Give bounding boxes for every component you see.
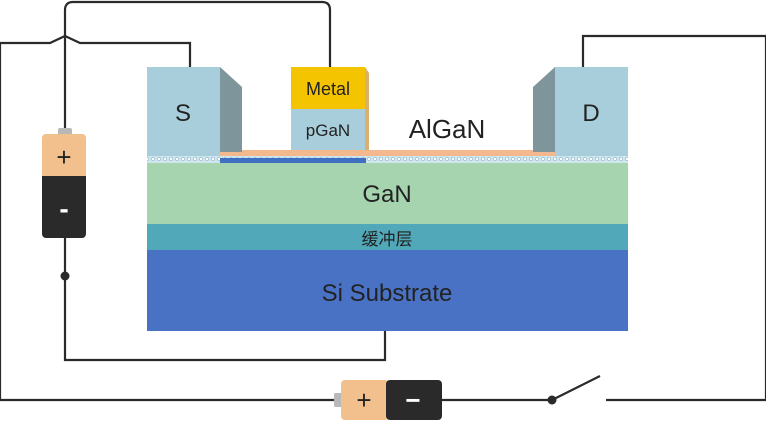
wire-junction-dot: [60, 271, 70, 281]
channel-depletion-strip: [220, 158, 366, 163]
wire-gate-top: [63, 0, 332, 133]
substrate-label: Si Substrate: [322, 280, 453, 307]
drain-battery-minus-sign: −: [405, 385, 420, 415]
metal-label: Metal: [306, 79, 350, 99]
gate-stack: Metal pGaN: [291, 67, 369, 150]
2deg-strip: [147, 156, 628, 163]
drain-label: D: [582, 100, 599, 127]
gate-battery-minus-sign: -: [59, 193, 68, 224]
source-electrode: S: [147, 67, 242, 156]
gan-layer: [147, 163, 628, 224]
gate-battery-negative: [42, 180, 86, 238]
buffer-layer: [147, 224, 628, 250]
gate-battery-plus-sign: +: [56, 142, 71, 172]
metal-layer: [291, 67, 365, 109]
circuit-wires: [0, 0, 766, 402]
algan-layer: [220, 150, 555, 156]
wire-drain-return: [581, 34, 766, 402]
pgan-label: pGaN: [306, 121, 350, 140]
wire-drain-battery: [440, 375, 601, 402]
algan-label: AlGaN: [409, 114, 486, 144]
gate-battery: + -: [42, 128, 86, 238]
drain-battery: + −: [334, 380, 442, 420]
switch-pivot-dot: [547, 395, 557, 405]
drain-battery-negative: [386, 380, 442, 420]
gan-label: GaN: [362, 181, 411, 208]
si-substrate-layer: [147, 250, 628, 331]
drain-battery-plus-sign: +: [356, 385, 371, 415]
wire-gate-bottom: [63, 237, 387, 362]
gate-battery-positive: [42, 134, 86, 180]
buffer-label: 缓冲层: [362, 230, 413, 249]
drain-battery-positive: [341, 380, 389, 420]
drain-electrode: D: [533, 67, 628, 156]
pgan-layer: [291, 109, 365, 150]
wire-source-to-left: [0, 34, 340, 402]
source-label: S: [175, 100, 191, 127]
